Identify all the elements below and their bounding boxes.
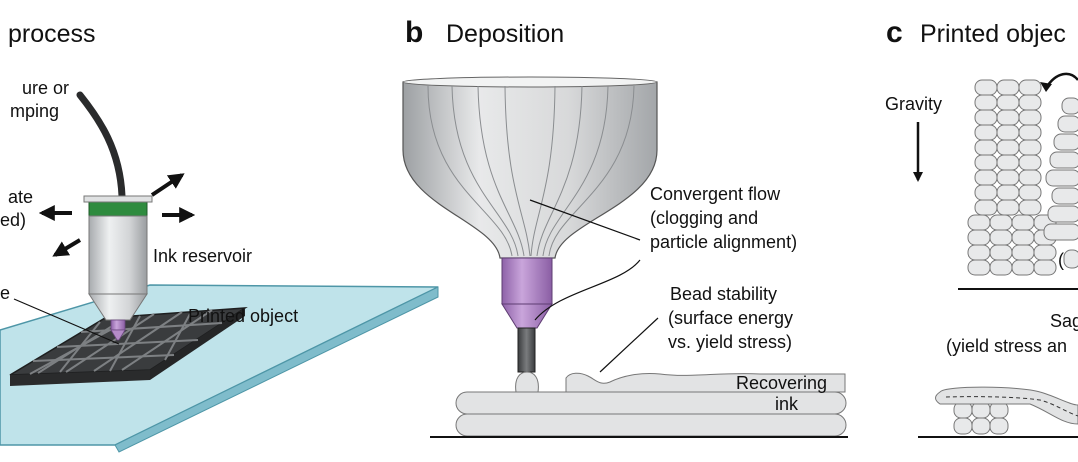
curved-arrow [1044, 72, 1078, 89]
label-substrate-line1: ate [8, 187, 33, 207]
substrate-edge [114, 286, 439, 453]
panel-a: process [0, 20, 439, 453]
column-filament [974, 79, 998, 96]
column-filament [974, 139, 998, 156]
label-ink-reservoir: Ink reservoir [153, 246, 252, 266]
panel-c: c Printed objec Gravity ( Sag (yield str… [885, 16, 1078, 438]
column-filament [1018, 79, 1042, 96]
recovering-ink-strand [565, 372, 846, 393]
column-filament [989, 214, 1013, 231]
stacked-column [967, 79, 1057, 276]
bead-stability-leader-line [599, 317, 659, 373]
label-paren-fragment: ( [1058, 250, 1064, 270]
column-filament [996, 139, 1020, 156]
label-ink: ink [775, 394, 799, 414]
sag-structure [935, 386, 1078, 435]
deposited-bead [515, 371, 539, 393]
column-filament [1033, 244, 1057, 261]
label-convergent-line3: particle alignment) [650, 232, 797, 252]
label-bead-line1: Bead stability [670, 284, 777, 304]
printed-lattice [9, 307, 248, 386]
column-filament [989, 259, 1013, 276]
column-filament [996, 109, 1020, 126]
column-filament [996, 94, 1020, 111]
column-filament [974, 109, 998, 126]
column-filament [974, 184, 998, 201]
label-pressure-line2: mping [10, 101, 59, 121]
label-sag-line1: Sag [1050, 311, 1078, 331]
label-bead-line2: (surface energy [668, 308, 793, 328]
column-filament [996, 154, 1020, 171]
label-bead-line3: vs. yield stress) [668, 332, 792, 352]
column-filament [1011, 244, 1035, 261]
column-filament [989, 229, 1013, 246]
column-filament [974, 199, 998, 216]
column-filament [974, 154, 998, 171]
panel-b-letter: b [405, 16, 423, 49]
label-recovering: Recovering [736, 373, 827, 393]
ink-layer-2 [455, 413, 847, 437]
label-printed-object: Printed object [188, 306, 298, 326]
column-filament [1018, 184, 1042, 201]
label-convergent-line1: Convergent flow [650, 184, 781, 204]
column-filament [996, 184, 1020, 201]
column-filament [967, 259, 991, 276]
pressure-hose [76, 91, 126, 200]
column-filament [1018, 124, 1042, 141]
column-filament [967, 229, 991, 246]
column-filament [1011, 259, 1035, 276]
label-pressure-line1: ure or [22, 78, 69, 98]
nozzle-leader-line [13, 298, 120, 345]
panel-b: b Deposition [402, 16, 848, 438]
column-filament [1018, 94, 1042, 111]
curved-arrow-head [1040, 82, 1052, 92]
column-filament [1033, 259, 1057, 276]
column-filament [1018, 199, 1042, 216]
label-substrate-line2: ed) [0, 210, 26, 230]
label-sag-line2: (yield stress an [946, 336, 1067, 356]
column-filament [974, 94, 998, 111]
nozzle-tip [501, 257, 553, 373]
funnel-nozzle [402, 76, 658, 259]
column-filament [967, 244, 991, 261]
column-filament [996, 124, 1020, 141]
panel-b-title: Deposition [446, 20, 564, 48]
column-filament [1018, 154, 1042, 171]
column-filament [1011, 229, 1035, 246]
column-filament [996, 169, 1020, 186]
bead-leader-line [534, 259, 641, 321]
column-filament [974, 169, 998, 186]
convergent-leader-line [529, 199, 641, 241]
motion-arrows [38, 173, 196, 257]
ink-reservoir [83, 195, 153, 341]
label-gravity: Gravity [885, 94, 942, 114]
label-convergent-line2: (clogging and [650, 208, 758, 228]
panel-a-title: process [8, 20, 96, 48]
column-filament [1018, 139, 1042, 156]
label-nozzle-fragment: e [0, 283, 10, 303]
panel-c-letter: c [886, 16, 903, 49]
column-filament [989, 244, 1013, 261]
column-filament [996, 79, 1020, 96]
column-filament [974, 124, 998, 141]
column-filament [1018, 169, 1042, 186]
column-filament [1011, 214, 1035, 231]
leaning-column [1043, 97, 1078, 269]
panel-c-title: Printed objec [920, 20, 1066, 48]
column-filament [967, 214, 991, 231]
column-filament [996, 199, 1020, 216]
column-filament [1018, 109, 1042, 126]
